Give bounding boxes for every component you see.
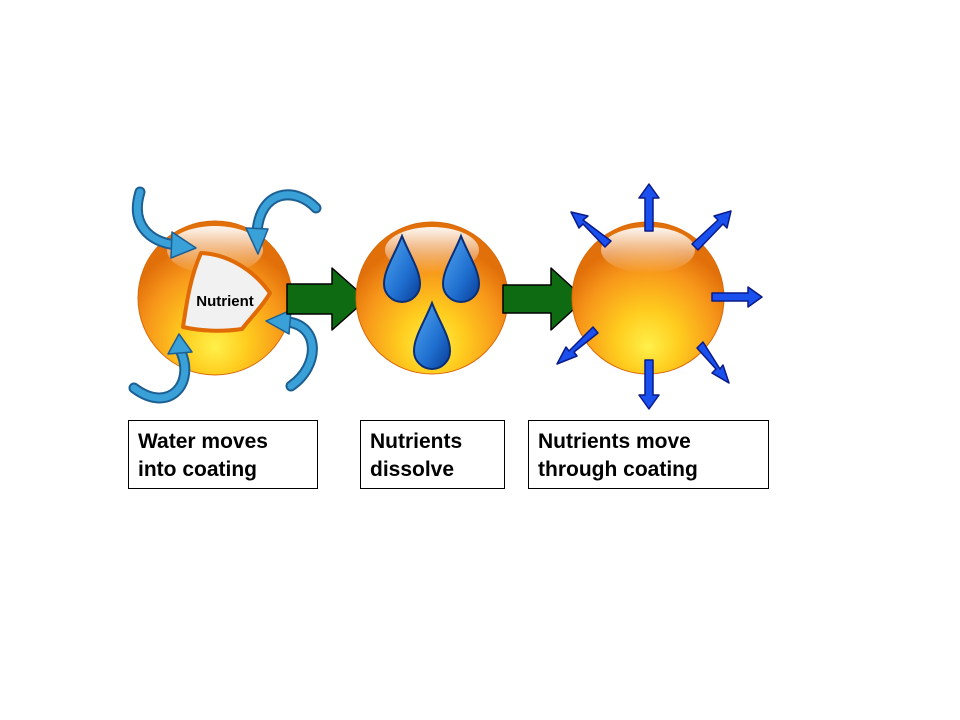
caption-line: Water moves	[138, 430, 268, 453]
water-drop-icon	[382, 233, 422, 303]
release-arrow-icon	[570, 211, 612, 248]
curved-water-arrow-icon	[245, 189, 322, 255]
caption-line: into coating	[138, 458, 257, 481]
caption-nutrients-dissolve: Nutrients dissolve	[360, 420, 505, 489]
release-arrow-icon	[556, 326, 599, 365]
release-arrow-icon	[696, 341, 730, 384]
release-arrow-icon	[638, 183, 660, 232]
caption-line: Nutrients move	[538, 430, 691, 453]
stage-1-granule: Nutrient	[128, 186, 322, 404]
process-arrow-icon	[502, 267, 586, 331]
release-arrow-icon	[638, 359, 660, 410]
stage-3-granule	[556, 183, 763, 410]
caption-water-moves: Water moves into coating	[128, 420, 318, 489]
water-drop-icon	[412, 300, 452, 370]
caption-nutrients-move: Nutrients move through coating	[528, 420, 769, 489]
caption-line: Nutrients	[370, 430, 463, 453]
caption-line: dissolve	[370, 458, 455, 481]
process-arrow-icon	[286, 267, 368, 331]
curved-water-arrow-icon	[128, 333, 193, 404]
sphere-highlight	[167, 226, 263, 274]
nutrient-label: Nutrient	[196, 293, 254, 310]
curved-water-arrow-icon	[265, 309, 318, 392]
release-arrow-icon	[691, 210, 732, 251]
water-drop-icon	[441, 233, 481, 303]
nutrient-core	[181, 251, 272, 333]
sphere-highlight	[601, 227, 695, 273]
curved-water-arrow-icon	[131, 186, 197, 259]
release-arrow-icon	[711, 286, 763, 308]
caption-line: through coating	[538, 458, 698, 481]
stage-2-granule	[355, 221, 509, 375]
